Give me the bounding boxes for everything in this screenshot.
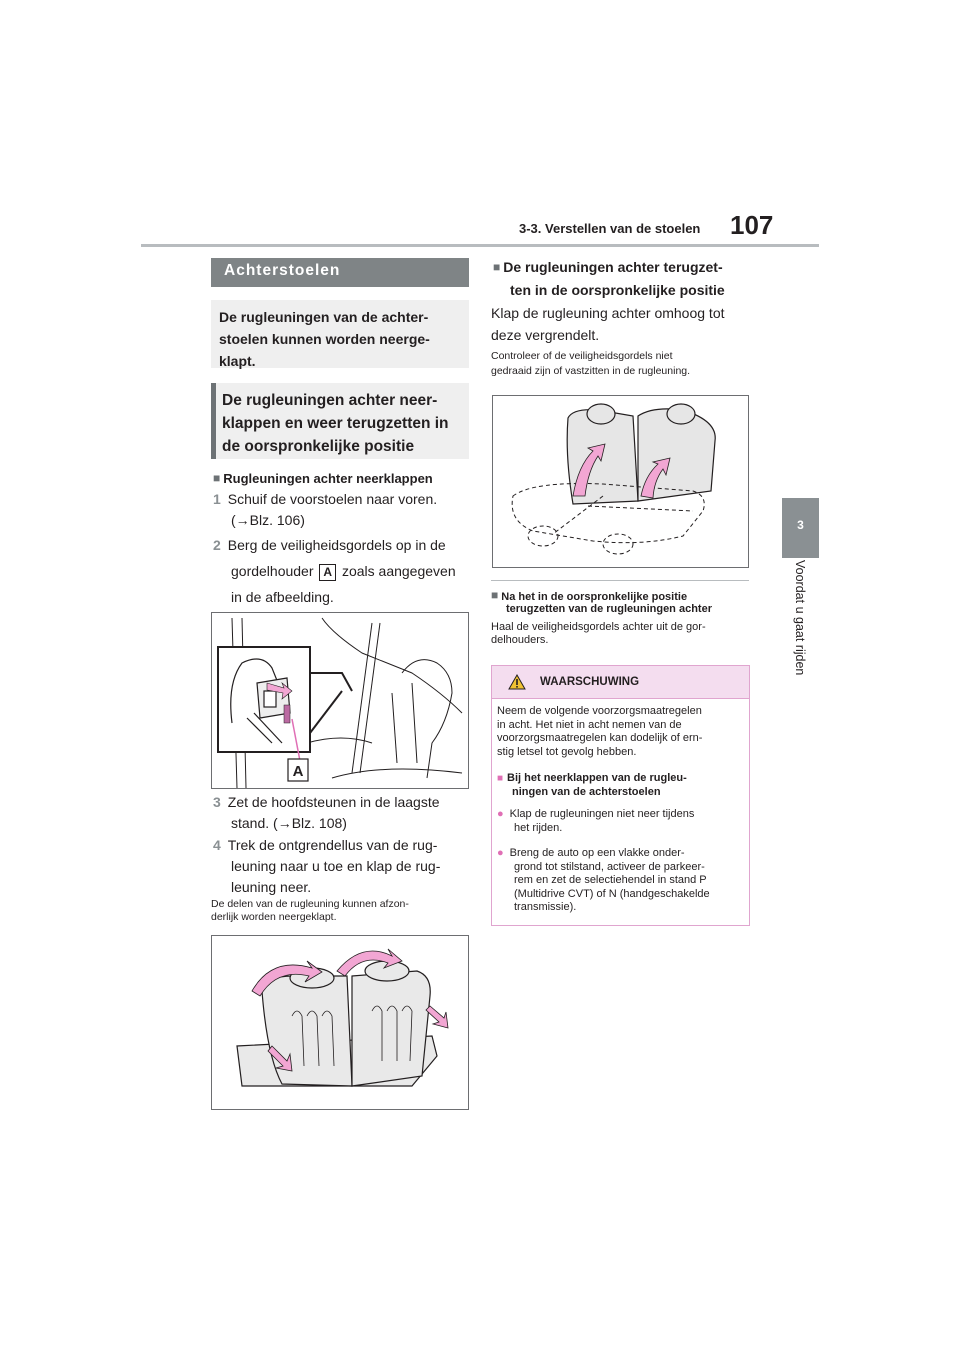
step-text: (→Blz. 106) — [231, 512, 305, 528]
pink-dot-icon: ● — [497, 847, 504, 859]
warning-divider — [492, 698, 749, 699]
note-line: De delen van de rugleuning kunnen afzon- — [211, 898, 409, 910]
intro-line: klapt. — [219, 353, 256, 369]
step-number: 1 — [213, 491, 221, 507]
return-note-line: Controleer of de veiligheidsgordels niet — [491, 350, 673, 362]
after-heading: ■Na het in de oorspronkelijke positie te… — [491, 589, 753, 615]
pink-dot-icon: ● — [497, 808, 504, 820]
step-text: zoals aangegeven — [341, 563, 456, 579]
warning-triangle-icon — [508, 674, 526, 690]
return-body-line: deze vergrendelt. — [491, 327, 600, 343]
step-3: 3 Zet de hoofdsteunen in de laagste stand… — [213, 792, 473, 834]
return-note: Controleer of de veiligheidsgordels niet… — [491, 349, 753, 379]
step-text: Schuif de voorstoelen naar voren. — [227, 491, 438, 507]
after-body-line: delhouders. — [491, 634, 549, 646]
after-heading-line: Na het in de oorspronkelijke positie — [501, 591, 688, 603]
square-bullet-icon: ■ — [491, 588, 499, 602]
subsection-title: De rugleuningen achter neer- klappen en … — [222, 389, 467, 458]
warning-intro-line: stig letsel tot gevolg hebben. — [497, 745, 637, 758]
warning-intro-line: Neem de volgende voorzorgsmaatregelen — [497, 705, 702, 717]
step-number: 3 — [213, 794, 221, 810]
pink-square-icon: ■ — [497, 773, 504, 784]
intro-text: De rugleuningen van de achter- stoelen k… — [219, 306, 464, 372]
warning-subheading: ■Bij het neerklappen van de rugleu- ning… — [497, 772, 747, 799]
fold-note: De delen van de rugleuning kunnen afzon-… — [211, 898, 473, 924]
subsection-line: De rugleuningen achter neer- — [222, 392, 438, 409]
return-heading-line: De rugleuningen achter terugzet- — [503, 259, 723, 275]
after-heading-line: terugzetten van de rugleuningen achter — [506, 603, 712, 615]
step-text: Trek de ontgrendellus van de rug- — [227, 837, 438, 853]
warning-bullet-1: ●Klap de rugleuningen niet neer tijdens … — [497, 808, 747, 835]
warning-bullet-line: Klap de rugleuningen niet neer tijdens — [509, 808, 695, 820]
square-bullet-icon: ■ — [213, 471, 221, 485]
callout-badge: A — [319, 564, 337, 581]
step-1: 1 Schuif de voorstoelen naar voren. (→Blz… — [213, 489, 473, 531]
step-2: 2 Berg de veiligheidsgordels op in de gor… — [213, 532, 475, 610]
fold-seats-illustration — [236, 948, 449, 1087]
warning-intro-line: in acht. Het niet in acht nemen van de — [497, 718, 682, 731]
return-body-line: Klap de rugleuning achter omhoog tot — [491, 305, 725, 321]
warning-bullet-line: rem en zet de selectiehendel in stand P — [514, 874, 707, 886]
page-number: 107 — [730, 210, 774, 240]
figure-callout-a: A — [293, 763, 304, 780]
step-text: Berg de veiligheidsgordels op in de — [227, 537, 446, 553]
chapter-tab — [782, 498, 819, 558]
divider — [491, 580, 749, 581]
warning-bullet-line: transmissie). — [514, 901, 577, 913]
warning-title: WAARSCHUWING — [540, 676, 640, 688]
step-text: leuning naar u toe en klap de rug- — [231, 858, 441, 874]
step-text: stand. (→Blz. 108) — [231, 815, 347, 831]
step-text: Zet de hoofdsteunen in de laagste — [227, 794, 440, 810]
warning-bullet-line: (Multidrive CVT) of N (handgeschakelde — [514, 887, 710, 900]
warning-intro-line: voorzorgsmaatregelen kan dodelijk of ern… — [497, 732, 703, 744]
after-body: Haal de veiligheidsgordels achter uit de… — [491, 621, 753, 647]
step-text: leuning neer. — [231, 879, 312, 895]
warning-subheading-line: Bij het neerklappen van de rugleu- — [507, 772, 687, 784]
chapter-title-text: Voordat u gaat rijden — [793, 560, 807, 676]
warning-bullet-line: het rijden. — [514, 821, 563, 834]
subsection-box: De rugleuningen achter neer- klappen en … — [211, 383, 469, 459]
return-note-line: gedraaid zijn of vastzitten in de rugleu… — [491, 365, 691, 377]
section-heading: 3-3. Verstellen van de stoelen — [519, 221, 701, 236]
subsection-line: klappen en weer terugzetten in — [222, 415, 449, 432]
warning-header: WAARSCHUWING — [492, 666, 749, 698]
step-text: in de afbeelding. — [231, 589, 334, 605]
figure-seatbelt-holder: A — [211, 612, 469, 789]
square-bullet-icon: ■ — [493, 260, 501, 274]
return-heading-line: ten in de oorspronkelijke positie — [510, 282, 725, 298]
subsection-line: de oorspronkelijke positie — [222, 438, 415, 455]
step-number: 4 — [213, 837, 221, 853]
header-rule — [141, 244, 819, 247]
figure-return-seats — [492, 395, 749, 568]
warning-subheading-line: ningen van de achterstoelen — [512, 785, 661, 798]
step-text: gordelhouder — [231, 563, 314, 579]
section-title: Achterstoelen — [224, 262, 341, 279]
figure-fold-seats — [211, 935, 469, 1110]
intro-box: De rugleuningen van de achter- stoelen k… — [211, 300, 469, 369]
intro-line: stoelen kunnen worden neerge- — [219, 331, 430, 347]
warning-bullet-line: grond tot stilstand, activeer de parkeer… — [514, 860, 705, 873]
warning-box: WAARSCHUWING Neem de volgende voorzorgsm… — [491, 665, 750, 926]
return-body: Klap de rugleuning achter omhoog tot dez… — [491, 302, 753, 346]
after-body-line: Haal de veiligheidsgordels achter uit de… — [491, 621, 706, 633]
warning-bullet-line: Breng de auto op een vlakke onder- — [509, 847, 685, 859]
fold-heading-text: Rugleuningen achter neerklappen — [223, 471, 433, 486]
chapter-number: 3 — [797, 518, 804, 532]
return-seats-illustration — [511, 403, 716, 555]
seatbelt-illustration: A — [217, 617, 463, 788]
note-line: derlijk worden neergeklapt. — [211, 911, 337, 923]
fold-heading: ■Rugleuningen achter neerklappen — [213, 470, 433, 487]
step-4: 4 Trek de ontgrendellus van de rug- leuni… — [213, 835, 475, 898]
step-number: 2 — [213, 537, 221, 553]
warning-intro: Neem de volgende voorzorgsmaatregelen in… — [497, 705, 747, 759]
section-title-bar: Achterstoelen — [211, 258, 469, 287]
return-heading: ■De rugleuningen achter terugzet- ten in… — [493, 256, 755, 302]
warning-bullet-2: ● Breng de auto op een vlakke onder- gron… — [497, 847, 747, 915]
intro-line: De rugleuningen van de achter- — [219, 309, 429, 325]
chapter-title: Voordat u gaat rijden — [791, 560, 811, 710]
